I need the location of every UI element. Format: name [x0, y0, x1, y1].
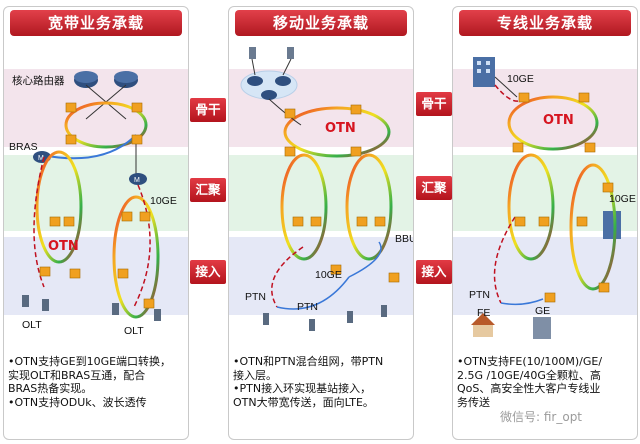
core-router-icon — [247, 76, 291, 100]
label-fe: FE — [477, 307, 491, 319]
label-otn: OTN — [325, 121, 356, 136]
description: •OTN和PTN混合组网，带PTN 接入层。 •PTN接入环实现基站接入， OT… — [233, 355, 384, 409]
svg-text:M: M — [38, 155, 44, 162]
label-ge: GE — [535, 305, 551, 317]
layer-label-convergence: 汇聚 — [190, 178, 226, 202]
label-olt-left: OLT — [22, 319, 42, 331]
otn-device-icons — [39, 102, 155, 309]
core-router-icon — [74, 71, 138, 88]
layer-label-convergence-2: 汇聚 — [416, 176, 452, 200]
label-bbu: BBU — [395, 233, 413, 245]
label-ptn: PTN — [469, 289, 490, 301]
label-10ge: 10GE — [315, 269, 342, 281]
label-bras: BRAS — [9, 141, 38, 153]
panel-title: 专线业务承载 — [459, 10, 631, 36]
panel-mobile: 移动业务承载 — [228, 6, 414, 440]
otn-device-icons — [512, 92, 614, 303]
layer-label-access-2: 接入 — [416, 260, 452, 284]
panel-title: 宽带业务承载 — [10, 10, 182, 36]
house-icon — [471, 313, 551, 339]
description: •OTN支持GE到10GE端口转换， 实现OLT和BRAS互通，配合 BRAS热… — [8, 355, 172, 409]
otn-device-icons — [284, 104, 400, 283]
panel-broadband: 宽带业务承载 M M — [3, 6, 189, 440]
watermark: 微信号: fir_opt — [500, 410, 583, 424]
description: •OTN支持FE(10/100M)/GE/ 2.5G /10GE/40G全颗粒、… — [457, 355, 603, 409]
label-otn: OTN — [48, 239, 79, 254]
label-core-router: 核心路由器 — [12, 75, 65, 87]
backbone-ring — [64, 101, 148, 149]
label-otn: OTN — [543, 113, 574, 128]
private-line-topology-diagram — [471, 57, 621, 339]
mobile-topology-diagram — [240, 47, 400, 331]
svg-text:M: M — [134, 177, 140, 184]
layer-label-access: 接入 — [190, 260, 226, 284]
olt-device-icons — [22, 295, 161, 321]
label-olt-right: OLT — [124, 325, 144, 337]
layer-label-backbone: 骨干 — [190, 98, 226, 122]
layer-label-backbone-2: 骨干 — [416, 92, 452, 116]
label-ptn-mid: PTN — [297, 301, 318, 313]
label-10ge-right: 10GE — [609, 193, 636, 205]
label-10ge-top: 10GE — [507, 73, 534, 85]
panel-title: 移动业务承载 — [235, 10, 407, 36]
band-convergence — [4, 155, 188, 231]
building-icon — [473, 57, 621, 239]
label-ptn-left: PTN — [245, 291, 266, 303]
panel-private-line: 专线业务承载 — [452, 6, 638, 440]
label-10ge: 10GE — [150, 195, 177, 207]
broadband-topology-diagram: M M — [22, 71, 161, 321]
server-icon — [249, 47, 294, 59]
base-station-icons — [263, 305, 387, 331]
